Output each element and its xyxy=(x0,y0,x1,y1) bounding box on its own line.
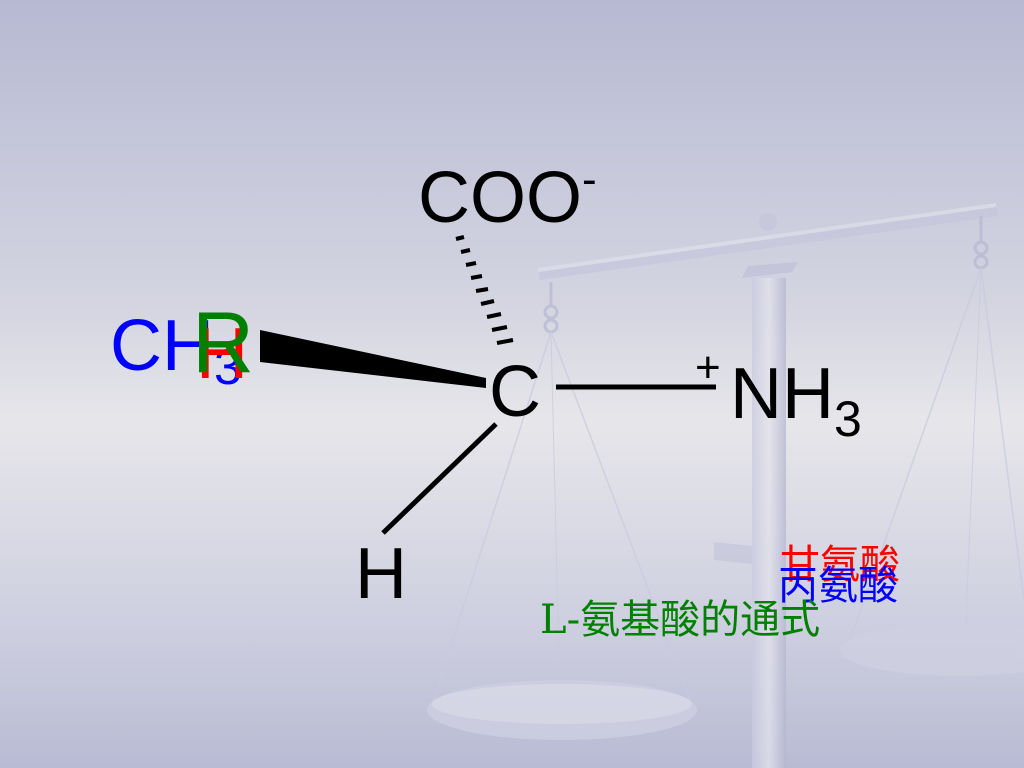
hashed-wedge-bond xyxy=(455,235,514,345)
side-chain-hydrogen: H xyxy=(196,314,248,394)
ammonium-subscript: 3 xyxy=(834,391,862,447)
alpha-carbon: C xyxy=(489,352,541,432)
hydrogen-bottom: H xyxy=(355,534,407,614)
ammonium-label: NH xyxy=(730,354,834,434)
caption-general-formula: L-氨基酸的通式 xyxy=(540,597,821,643)
side-chain-r: R xyxy=(192,295,255,391)
carboxylate-group: COO- xyxy=(418,155,597,235)
ammonium-group: NH3 xyxy=(730,358,862,444)
caption-glycine: 甘氨酸 xyxy=(780,542,900,588)
methyl-label: CH xyxy=(110,306,214,386)
ammonium-charge: + xyxy=(695,343,721,392)
caption-alanine: 丙氨酸 xyxy=(778,563,898,609)
solid-wedge-bond xyxy=(260,330,486,388)
side-chain-methyl: CH3 xyxy=(110,310,242,392)
carboxylate-charge: - xyxy=(582,155,597,204)
carboxylate-label: COO xyxy=(418,158,583,238)
single-bond-bottom xyxy=(381,422,498,535)
methyl-subscript: 3 xyxy=(214,339,242,395)
